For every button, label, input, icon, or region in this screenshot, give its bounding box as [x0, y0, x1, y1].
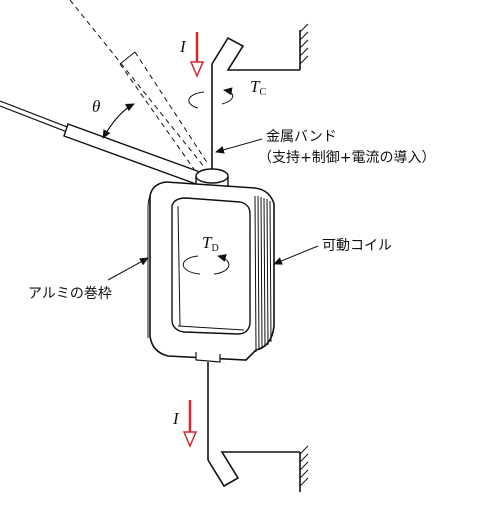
moving-coil-leader [273, 245, 319, 265]
bottom-ground-icon [299, 445, 309, 487]
zero-position-dashed-line [69, 0, 209, 173]
control-torque-rotation-icon [188, 87, 234, 109]
moving-coil-label: 可動コイル [322, 238, 392, 254]
top-suspension [211, 23, 309, 170]
aluminum-frame-leader [107, 257, 149, 281]
current-arrow-bottom [182, 400, 198, 448]
top-ground-icon [299, 23, 309, 65]
coil-body [147, 181, 275, 363]
current-label-bottom: I [172, 409, 180, 428]
drive-torque-rotation-icon [182, 254, 230, 275]
angle-label: θ [92, 97, 100, 116]
current-label-top: I [179, 37, 187, 56]
metal-band-label: 金属バンド [266, 129, 337, 145]
angle-arc [102, 103, 135, 139]
drive-torque-label: TD [202, 233, 219, 254]
current-arrow-top [189, 32, 205, 78]
metal-band-note: （支持+制御+電流の導入） [258, 150, 435, 166]
control-torque-label: TC [250, 77, 266, 98]
bottom-suspension [207, 362, 309, 492]
coil-winding-lines [254, 195, 272, 353]
aluminum-frame-label: アルミの巻枠 [28, 286, 112, 302]
metal-band-leader [215, 138, 263, 154]
